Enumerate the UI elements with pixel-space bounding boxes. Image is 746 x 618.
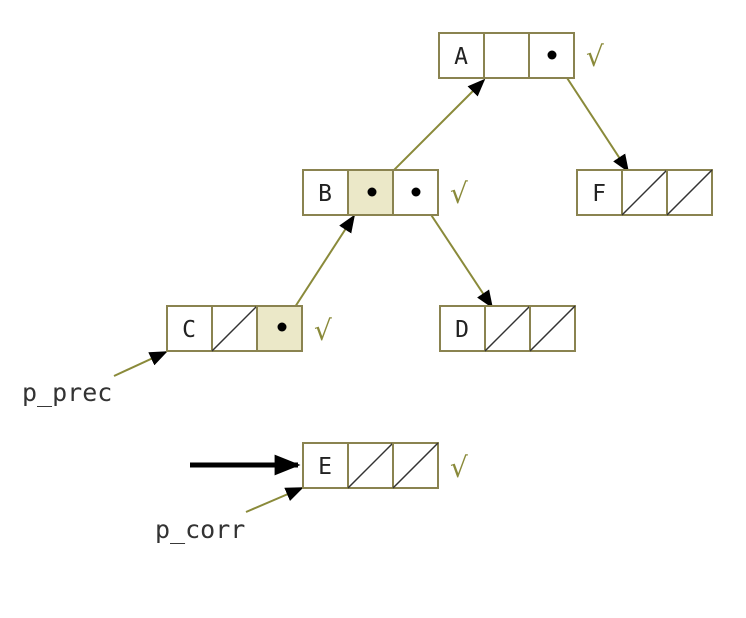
node-f-label: F bbox=[592, 181, 606, 207]
node-a-checkmark: √ bbox=[586, 40, 604, 73]
node-a-label: A bbox=[454, 44, 468, 70]
p-prec-label: p_prec bbox=[22, 378, 112, 407]
node-b: B √ bbox=[302, 169, 468, 216]
node-b-right-pointer-dot bbox=[411, 187, 421, 197]
node-f-right-null-slash bbox=[666, 169, 713, 216]
node-f-left-null-slash bbox=[621, 169, 668, 216]
node-e: E √ bbox=[302, 442, 468, 489]
edge-prec-to-c bbox=[113, 351, 168, 377]
node-d: D bbox=[439, 305, 576, 352]
node-b-label: B bbox=[318, 181, 332, 207]
node-e-left-null-slash bbox=[347, 442, 394, 489]
node-e-checkmark: √ bbox=[450, 451, 468, 484]
p-corr-label: p_corr bbox=[155, 515, 245, 544]
node-f-label-cell bbox=[576, 169, 623, 216]
node-c-checkmark: √ bbox=[314, 314, 332, 347]
node-c-label-cell bbox=[166, 305, 213, 352]
node-c-label: C bbox=[182, 317, 196, 343]
node-d-right-null-slash bbox=[529, 305, 576, 352]
node-e-right-null-slash bbox=[392, 442, 439, 489]
node-c-left-null-slash bbox=[211, 305, 258, 352]
node-a-right-pointer-dot bbox=[547, 50, 557, 60]
node-b-checkmark: √ bbox=[450, 177, 468, 210]
node-a: A √ bbox=[438, 32, 604, 79]
edge-corr-to-e bbox=[245, 487, 304, 513]
node-c-right-pointer-dot bbox=[277, 322, 287, 332]
node-a-label-cell bbox=[438, 32, 485, 79]
node-d-left-null-slash bbox=[484, 305, 531, 352]
node-d-label: D bbox=[455, 317, 469, 343]
node-a-left-cell bbox=[483, 32, 530, 79]
node-d-label-cell bbox=[439, 305, 486, 352]
node-c: C √ bbox=[166, 305, 332, 352]
node-e-label: E bbox=[318, 454, 332, 480]
node-b-label-cell bbox=[302, 169, 349, 216]
node-f: F bbox=[576, 169, 713, 216]
node-b-left-pointer-dot bbox=[367, 187, 377, 197]
